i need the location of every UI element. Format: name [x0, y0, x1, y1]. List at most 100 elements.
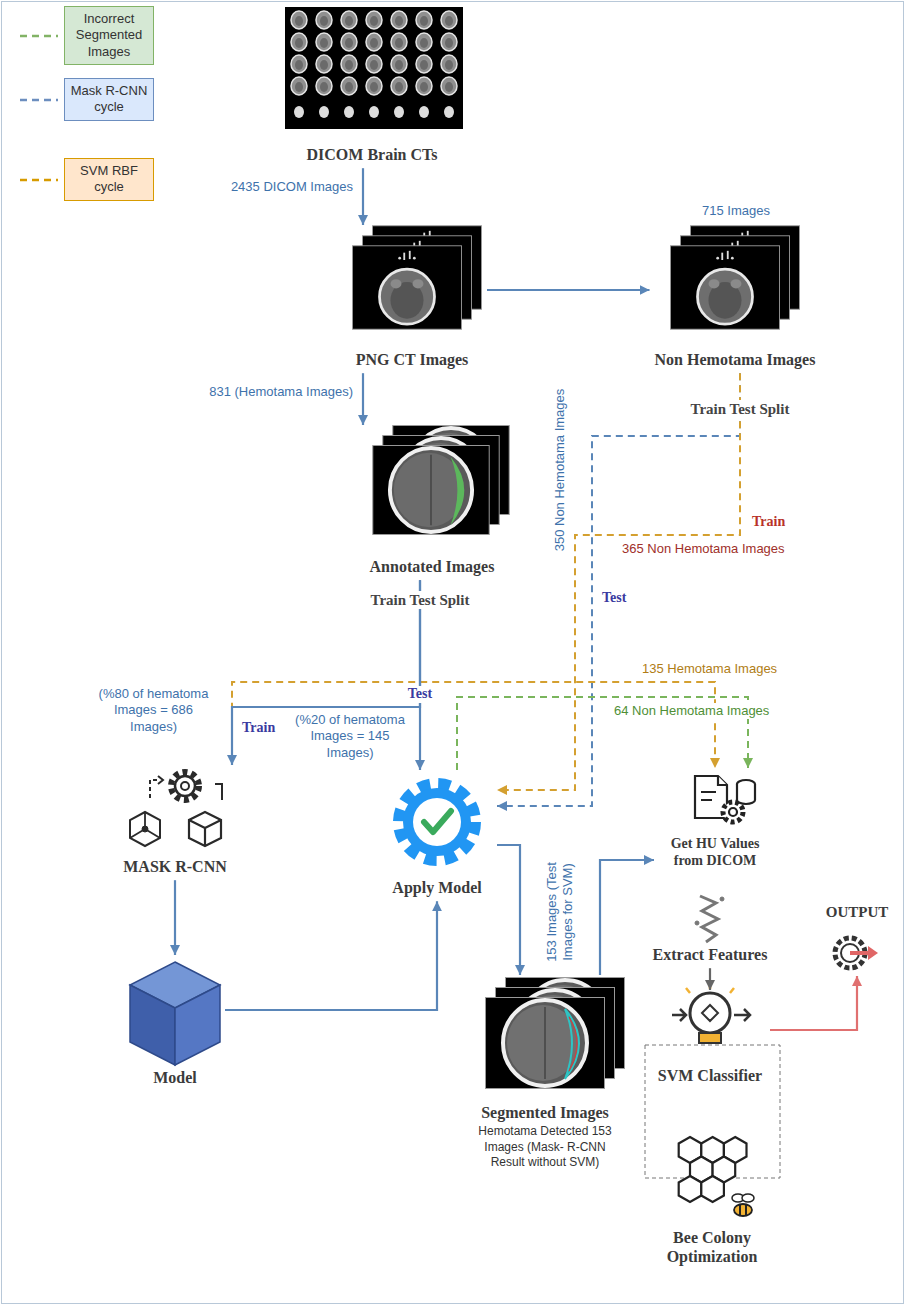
- node-caption: MASK R-CNN: [123, 857, 227, 876]
- test-label-holder: Test: [600, 590, 628, 607]
- mask-rcnn-icon: [130, 812, 160, 838]
- mask-rcnn-icon: [189, 812, 221, 846]
- split-label: Train Test Split: [688, 400, 793, 418]
- feature-squiggle: [695, 921, 699, 925]
- annotated-ct-stack: [373, 445, 489, 534]
- bee-colony-icon: [679, 1137, 754, 1216]
- hu-values-icon: [723, 802, 743, 822]
- mask-rcnn-icon: [175, 776, 195, 796]
- hu-values-icon: [701, 792, 716, 800]
- test-label-holder: Test: [406, 686, 434, 703]
- bee-colony-icon: [734, 1204, 752, 1216]
- model-icon-node: MASK R-CNN: [110, 765, 240, 880]
- apply-model-gear: [399, 784, 475, 860]
- mask-rcnn-icon: [181, 782, 189, 790]
- output-icon: [868, 946, 878, 960]
- legend-swatch: Mask R-CNN cycle: [64, 78, 154, 121]
- bee-colony-icon: [679, 1176, 702, 1202]
- edge-label: 350 Non Hemotama Images: [552, 387, 568, 554]
- flow-arrow: [225, 901, 437, 1010]
- classifier-node: SVM Classifier: [650, 990, 770, 1089]
- model-cube: [175, 985, 220, 1065]
- train-label: Train: [240, 720, 277, 737]
- legend-text: SVM RBF cycle: [70, 163, 148, 196]
- hu-values-icon: [718, 776, 727, 785]
- process-icon-node: Apply Model: [377, 770, 497, 901]
- dicom-thumbnail-grid: [285, 7, 463, 129]
- dicom-thumbnail-grid: [287, 9, 462, 97]
- legend-swatch: SVM RBF cycle: [64, 158, 154, 201]
- optimizer-node: Bee Colony Optimization: [647, 1128, 777, 1270]
- train-label-holder: Train: [240, 720, 277, 737]
- bee-colony-icon: [701, 1176, 724, 1202]
- apply-model-gear: [424, 811, 451, 832]
- svm-bulb-icon: [734, 1009, 750, 1021]
- flow-arrow: [709, 968, 711, 990]
- feature-squiggle: [695, 896, 724, 942]
- bee-colony-icon: [742, 1194, 754, 1202]
- legend-swatch: Incorrect Segmented Images: [64, 6, 154, 65]
- dashed-flow-arrow: [497, 373, 740, 790]
- svm-bulb-icon: [672, 1009, 686, 1021]
- edge-label-holder: 135 Hemotama Images: [640, 661, 779, 677]
- legend-line-sample: [20, 179, 58, 182]
- svm-bulb-icon: [672, 984, 750, 1043]
- split-label-holder: Train Test Split: [368, 591, 473, 609]
- edge-label-holder: 831 (Hemotama Images): [207, 384, 355, 400]
- apply-model-gear: [413, 798, 461, 846]
- flow-arrow: [600, 860, 654, 975]
- legend-line-sample: [20, 36, 58, 180]
- apply-model-gear: [399, 784, 475, 860]
- node-caption: Non Hemotama Images: [655, 350, 816, 369]
- ct-image-stack: [670, 246, 779, 329]
- mask-rcnn-icon: [158, 776, 163, 784]
- edge-label-holder: 2435 DICOM Images: [229, 179, 355, 195]
- bee-colony-icon: [740, 1205, 746, 1215]
- edge-label-holder: (%20 of hematoma Images = 145 Images): [288, 712, 412, 761]
- svm-bulb-icon: [702, 1005, 718, 1021]
- node-caption: Extract Features: [653, 945, 768, 964]
- flow-arrow: [487, 289, 650, 291]
- edge-label-holder: 153 Images (Test Images for SVM): [544, 851, 577, 973]
- split-label-holder: Train Test Split: [688, 400, 793, 418]
- hu-values-icon: [729, 808, 737, 816]
- edge-label-holder: 365 Non Hemotama Images: [620, 541, 787, 557]
- edge-label-holder: 64 Non Hemotama Images: [612, 703, 771, 719]
- model-cube: [130, 985, 175, 1065]
- edge-label-holder: (%80 of hematoma Images = 686 Images): [89, 686, 218, 735]
- flow-arrow: [497, 845, 520, 975]
- output-icon: [835, 938, 878, 968]
- output-node: OUTPUT: [821, 903, 894, 976]
- image-node: DICOM Brain CTs: [282, 5, 462, 168]
- edge-label: 153 Images (Test Images for SVM): [544, 851, 577, 973]
- node-caption: PNG CT Images: [356, 350, 469, 369]
- ct-image-stack: [352, 226, 481, 329]
- legend-text: Incorrect Segmented Images: [70, 11, 148, 60]
- svm-bulb-icon: [699, 1033, 721, 1043]
- node-caption: Model: [153, 1068, 197, 1087]
- node-caption: DICOM Brain CTs: [307, 145, 438, 164]
- edge-label: 2435 DICOM Images: [229, 179, 355, 195]
- mask-rcnn-icon: [142, 826, 148, 832]
- edge-label: 715 Images: [700, 203, 772, 219]
- split-label: Train Test Split: [368, 591, 473, 609]
- node-caption: OUTPUT: [826, 903, 889, 921]
- legend-line-sample: [20, 99, 58, 102]
- image-node: Non Hemotama Images: [650, 225, 821, 373]
- edge-label-holder: 350 Non Hemotama Images: [552, 387, 568, 554]
- hu-values-icon: [737, 784, 755, 804]
- node-caption: Segmented Images: [481, 1103, 609, 1122]
- edge-label: (%20 of hematoma Images = 145 Images): [288, 712, 412, 761]
- ct-image-stack: [352, 246, 461, 329]
- train-label: Train: [750, 514, 787, 531]
- dicom-thumbnail-grid: [287, 100, 462, 124]
- test-label: Test: [406, 686, 434, 703]
- mask-rcnn-icon: [215, 784, 222, 800]
- edge-label: 135 Hemotama Images: [640, 661, 779, 677]
- node-caption: Apply Model: [392, 878, 481, 897]
- segmented-ct-stack: [486, 998, 605, 1089]
- hu-values-icon: [695, 776, 755, 822]
- edge-label: (%80 of hematoma Images = 686 Images): [89, 686, 218, 735]
